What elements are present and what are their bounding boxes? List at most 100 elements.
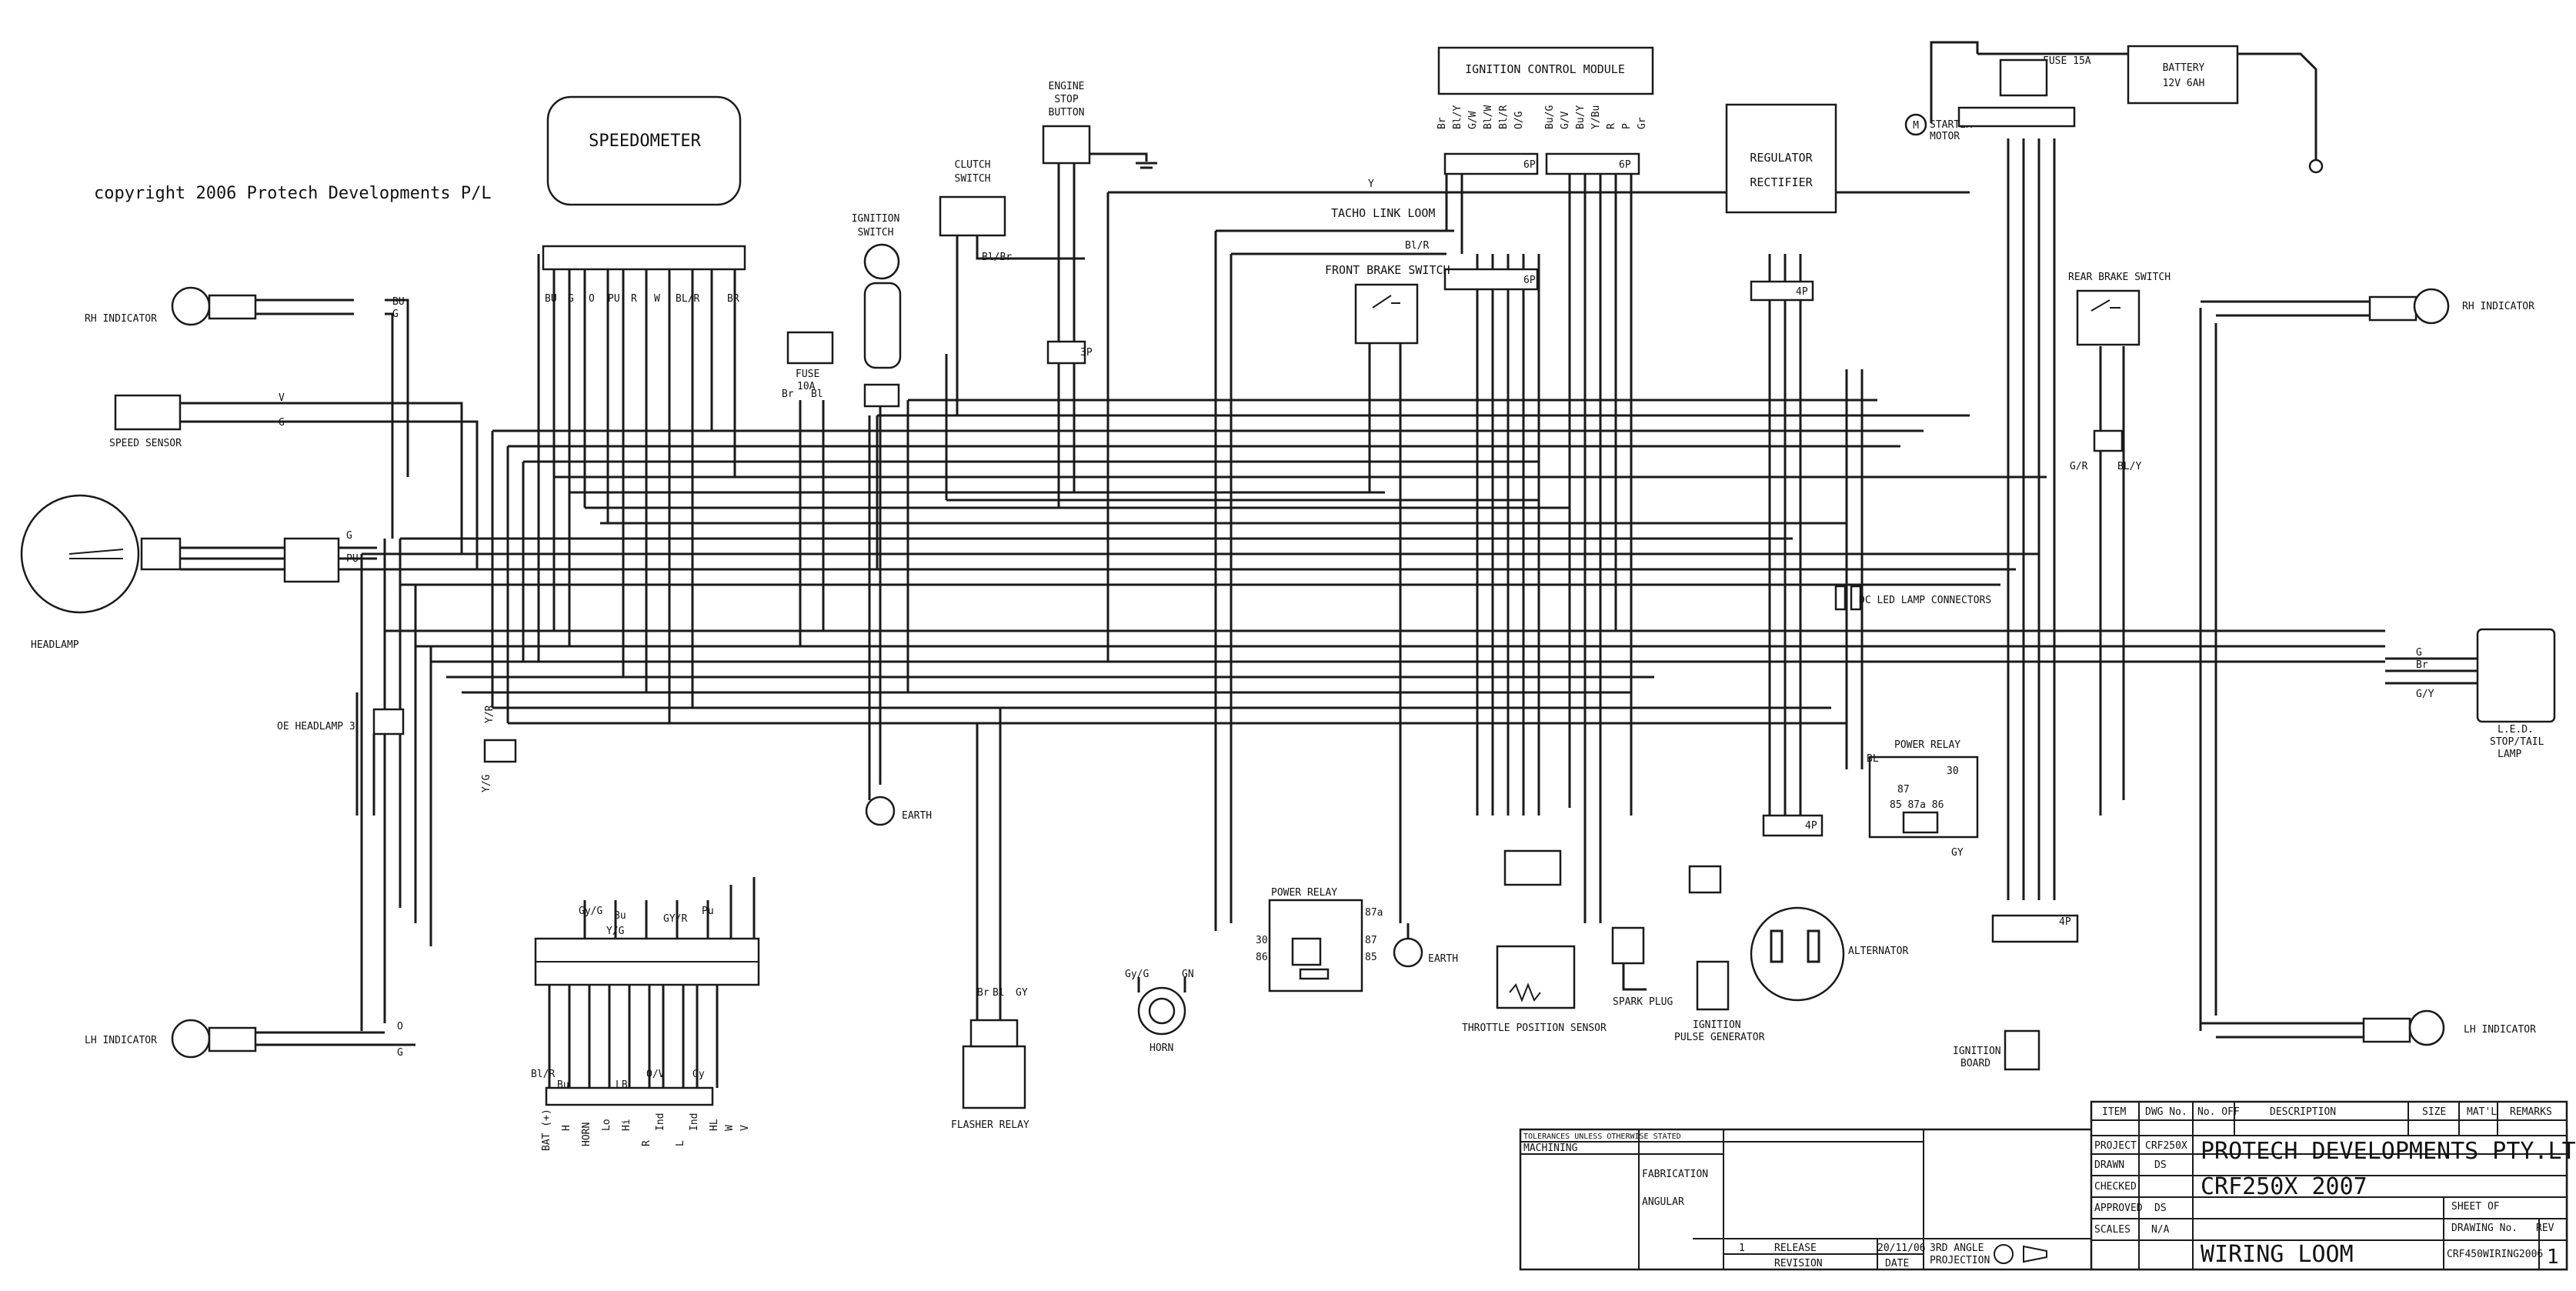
- led-stop-label: STOP/TAIL: [2490, 736, 2544, 748]
- rear-brake-switch: REAR BRAKE SWITCH G/R BL/Y: [2068, 272, 2171, 472]
- tb-project: PROJECT: [2094, 1140, 2137, 1152]
- pr-row: 85 87a 86: [1890, 799, 1944, 811]
- icm-pin-10: R: [1606, 123, 1617, 129]
- pl-87a: 87a: [1365, 907, 1383, 919]
- front-brake-label: FRONT BRAKE SWITCH: [1325, 263, 1450, 277]
- tb-drawn-val: DS: [2154, 1159, 2167, 1171]
- alt-connector: 4P: [1805, 820, 1817, 832]
- throttle-position-sensor: THROTTLE POSITION SENSOR: [1462, 849, 1607, 1034]
- ignition-board: 4P IGNITION BOARD: [1953, 914, 2079, 1071]
- tb-approved-val: DS: [2154, 1203, 2167, 1214]
- bpin-10: W: [724, 1125, 736, 1131]
- icm-pin-11: P: [1621, 123, 1633, 129]
- horn: Gy/G GN HORN: [1125, 969, 1194, 1054]
- oe-headlamp-label: OE HEADLAMP 3: [277, 721, 355, 732]
- speedo-pin-4: R: [631, 293, 637, 305]
- g-r-wire-label: G/R: [2070, 461, 2088, 472]
- pl-86: 86: [1256, 952, 1268, 963]
- pulse-label: IGNITION: [1693, 1019, 1741, 1031]
- tb-rev-lbl: REV: [2536, 1223, 2554, 1234]
- ign-switch-label-2: SWITCH: [858, 227, 894, 239]
- alternator-label: ALTERNATOR: [1848, 946, 1908, 957]
- icm-pin-6: Bu/G: [1544, 105, 1556, 129]
- icm-pin-12: Gr: [1637, 117, 1648, 129]
- flasher-relay: Br Bl GY FLASHER RELAY: [951, 708, 1029, 1131]
- speedo-pin-7: BR: [727, 293, 739, 305]
- led-br-label: Br: [2416, 659, 2428, 671]
- bpin-4: Hi: [621, 1119, 632, 1131]
- fuse10-label: FUSE: [796, 369, 819, 380]
- speed-v-label: V: [279, 392, 285, 404]
- headlamp: G PU HEADLAMP: [20, 494, 377, 651]
- regulator-label: REGULATOR: [1750, 151, 1813, 165]
- earth-label: EARTH: [902, 810, 932, 822]
- svg-text:M: M: [1913, 120, 1919, 132]
- speed-g-label: G: [279, 417, 285, 429]
- bpin-8: Ind: [689, 1113, 700, 1131]
- lh-g-label: G: [397, 1047, 403, 1059]
- handlebar-switch-block: Gy/G Bu Y/G GY/R Pu Bl/R Bu LB O/V Gy BA…: [531, 877, 760, 1151]
- led-gy-label: G/Y: [2416, 689, 2434, 700]
- fuse-10a: FUSE 10A Br Bl: [782, 331, 834, 646]
- tag-gyr: GY/R: [663, 913, 687, 925]
- bu-wire-label: BU: [392, 296, 405, 308]
- icm-pin-2: G/W: [1467, 111, 1479, 129]
- tb-rev: 1: [2547, 1246, 2559, 1269]
- tb-revision: REVISION: [1774, 1258, 1823, 1269]
- yr-wire-label: Y/R: [484, 705, 496, 723]
- tag-gyg: Gy/G: [579, 906, 602, 917]
- speedo-pin-1: G: [568, 293, 574, 305]
- tb-fabrication: FABRICATION: [1642, 1169, 1708, 1180]
- rh-ind-left-label: RH INDICATOR: [85, 313, 157, 325]
- spark-plug-label: SPARK PLUG: [1613, 996, 1673, 1008]
- tb-project-val: CRF250X: [2145, 1140, 2187, 1152]
- yg-wire-label: Y/G: [481, 774, 492, 792]
- icm-pin-3: Bl/W: [1483, 105, 1494, 129]
- ign-board-label: IGNITION: [1953, 1046, 2001, 1057]
- ignition-switch: IGNITION SWITCH: [852, 213, 902, 408]
- bpin-7: L: [675, 1140, 686, 1146]
- horn-gn-label: GN: [1182, 969, 1194, 980]
- headlamp-label: HEADLAMP: [31, 639, 79, 651]
- earth-lower: EARTH: [1393, 923, 1458, 968]
- tacho-link-label: TACHO LINK LOOM: [1331, 206, 1435, 220]
- speedometer-label: SPEEDOMETER: [589, 132, 701, 151]
- g-wire-label: G: [392, 309, 399, 320]
- power-relay-left-label: POWER RELAY: [1271, 887, 1337, 899]
- bpin-1: H: [561, 1125, 572, 1131]
- tag-gy: Gy: [692, 1069, 705, 1080]
- pl-87: 87: [1365, 935, 1377, 946]
- tb-date-lbl: DATE: [1885, 1258, 1909, 1269]
- icm-pin-4: Bl/R: [1498, 105, 1510, 129]
- power-relay-left: POWER RELAY 87a 30 87 86 85: [1256, 887, 1383, 992]
- tb-angular: ANGULAR: [1642, 1196, 1684, 1208]
- fuse10-value: 10A: [797, 381, 816, 392]
- speedo-pin-2: O: [589, 293, 595, 305]
- clutch-label: CLUTCH: [955, 159, 991, 171]
- rear-brake-label: REAR BRAKE SWITCH: [2068, 272, 2171, 283]
- tb-projection: 3RD ANGLE: [1930, 1243, 1984, 1254]
- icm-pin-0: Br: [1436, 117, 1448, 129]
- clutch-switch: CLUTCH SWITCH Bl/Br: [939, 159, 1085, 415]
- dc-led-connectors: DC LED LAMP CONNECTORS: [1834, 585, 1991, 611]
- tb-matl: MAT'L: [2467, 1106, 2497, 1118]
- icm-connector-b: 6P: [1619, 159, 1631, 171]
- icm-pin-1: Bl/Y: [1452, 105, 1463, 129]
- tag-bu: Bu: [614, 910, 626, 922]
- bly-wire-label: BL/Y: [2117, 461, 2141, 472]
- flasher-gy-label: GY: [1016, 987, 1028, 999]
- bpin-0: BAT (+): [541, 1109, 552, 1151]
- alternator: 4P ALTERNATOR: [1750, 814, 1908, 1002]
- earth-ignition: EARTH: [865, 406, 932, 826]
- led-stop-tail: G Br G/Y L.E.D. STOP/TAIL LAMP: [2385, 628, 2556, 760]
- tb-drawing: WIRING LOOM: [2201, 1241, 2354, 1268]
- icm-connector-c: 6P: [1523, 275, 1536, 286]
- tb-drawn: DRAWN: [2094, 1159, 2124, 1171]
- speedo-pin-0: BU: [545, 293, 557, 305]
- tb-release: RELEASE: [1774, 1243, 1817, 1254]
- title-block: ITEM DWG No. No. OFF DESCRIPTION SIZE MA…: [1519, 1100, 2576, 1271]
- lh-o-label: O: [397, 1021, 403, 1032]
- tb-dwgno: DWG No.: [2145, 1106, 2187, 1118]
- icm-label: IGNITION CONTROL MODULE: [1465, 62, 1625, 76]
